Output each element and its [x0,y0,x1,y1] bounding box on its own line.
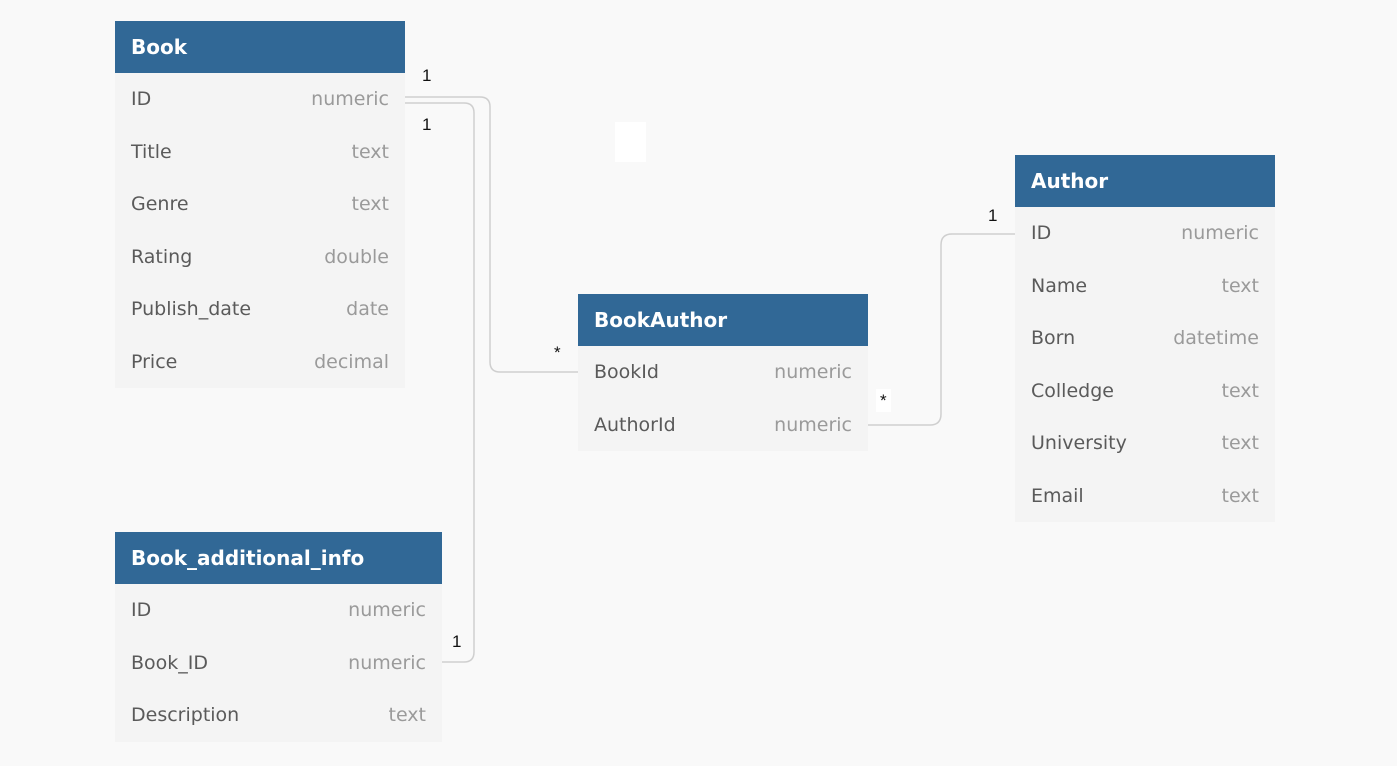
table-row[interactable]: ID numeric [1015,207,1275,260]
table-row[interactable]: Title text [115,126,405,179]
field-type: text [1221,432,1260,455]
field-name: BookId [594,361,659,384]
field-name: University [1031,432,1127,455]
relationship-line-book-bookauthor[interactable] [405,96,578,373]
field-type: numeric [348,651,426,674]
table-row[interactable]: Price decimal [115,336,405,389]
table-row[interactable]: Email text [1015,470,1275,523]
field-name: Title [131,140,172,163]
field-name: Rating [131,245,193,268]
field-name: Born [1031,327,1076,350]
field-type: text [388,704,427,727]
field-name: Book_ID [131,651,209,674]
table-row[interactable]: Genre text [115,178,405,231]
field-name: ID [131,599,152,622]
field-type: text [351,193,390,216]
field-type: text [1221,274,1260,297]
field-name: ID [1031,222,1052,245]
field-type: numeric [311,88,389,111]
field-type: numeric [774,361,852,384]
table-bookauthor[interactable]: BookAuthor BookId numeric AuthorId numer… [578,294,868,451]
field-type: text [1221,484,1260,507]
table-row[interactable]: University text [1015,417,1275,470]
cardinality-label: * [876,389,891,412]
field-type: numeric [1181,222,1259,245]
field-name: Colledge [1031,379,1114,402]
field-type: double [324,245,389,268]
cardinality-label: * [554,343,561,362]
table-row[interactable]: Name text [1015,260,1275,313]
table-header[interactable]: BookAuthor [578,294,868,346]
table-author[interactable]: Author ID numeric Name text Born datetim… [1015,155,1275,522]
field-name: Genre [131,193,189,216]
field-type: text [351,140,390,163]
table-row[interactable]: Born datetime [1015,312,1275,365]
cardinality-label: 1 [422,66,432,85]
field-type: text [1221,379,1260,402]
table-header[interactable]: Book [115,21,405,73]
cardinality-label: 1 [422,115,432,134]
field-type: date [346,298,389,321]
table-header[interactable]: Book_additional_info [115,532,442,584]
table-book[interactable]: Book ID numeric Title text Genre text Ra… [115,21,405,388]
table-row[interactable]: Description text [115,689,442,742]
field-name: Name [1031,274,1088,297]
table-row[interactable]: Book_ID numeric [115,637,442,690]
field-name: ID [131,88,152,111]
table-row[interactable]: ID numeric [115,584,442,637]
table-row[interactable]: BookId numeric [578,346,868,399]
field-name: Publish_date [131,298,252,321]
table-row[interactable]: Publish_date date [115,283,405,336]
field-name: AuthorId [594,413,676,436]
table-row[interactable]: Colledge text [1015,365,1275,418]
field-type: numeric [348,599,426,622]
field-name: Description [131,704,240,727]
table-header[interactable]: Author [1015,155,1275,207]
field-type: datetime [1173,327,1259,350]
table-row[interactable]: Rating double [115,231,405,284]
field-name: Email [1031,484,1084,507]
table-row[interactable]: AuthorId numeric [578,399,868,452]
table-row[interactable]: ID numeric [115,73,405,126]
blank-card [615,122,646,162]
cardinality-label: 1 [452,632,462,651]
field-type: decimal [314,350,389,373]
table-book-additional-info[interactable]: Book_additional_info ID numeric Book_ID … [115,532,442,742]
cardinality-label: 1 [988,206,998,225]
field-type: numeric [774,413,852,436]
field-name: Price [131,350,178,373]
